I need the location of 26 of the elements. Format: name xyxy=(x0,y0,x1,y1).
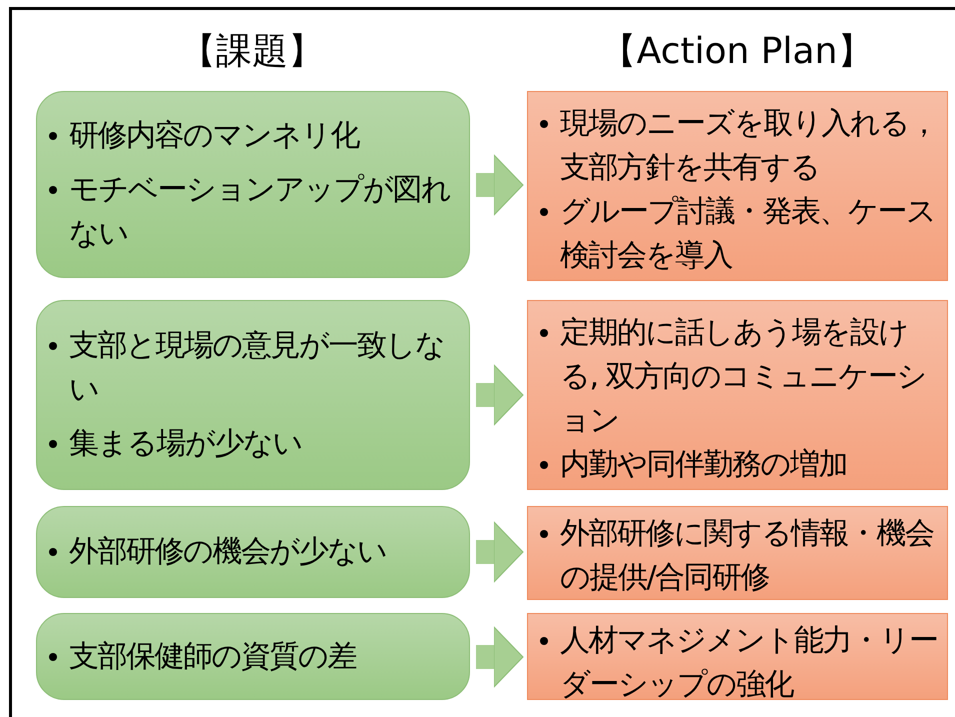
bullet-text: モチベーションアップが図れない xyxy=(69,168,461,256)
issue-box xyxy=(36,91,470,278)
bullet-text: 外部研修の機会が少ない xyxy=(69,530,461,574)
issue-box xyxy=(36,506,470,598)
bullet-text: 定期的に話しあう場を設ける, 双方向のコミュニケーション xyxy=(560,311,941,443)
bullet-text: 研修内容のマンネリ化 xyxy=(69,114,461,158)
block-arrow xyxy=(476,364,524,426)
block-arrow xyxy=(476,154,524,216)
bullet-text: 内勤や同伴勤務の増加 xyxy=(560,443,941,487)
bullet-text: 支部と現場の意見が一致しない xyxy=(69,324,461,412)
column-heading: 【課題】 xyxy=(179,30,325,74)
bullet-text: 支部保健師の資質の差 xyxy=(69,634,461,678)
bullet-text: 人材マネジメント能力・リーダーシップの強化 xyxy=(560,619,941,707)
action-box xyxy=(527,613,948,700)
bullet-text: 集まる場が少ない xyxy=(69,422,461,466)
block-arrow xyxy=(476,626,524,688)
issue-box xyxy=(36,613,470,700)
column-heading: 【Action Plan】 xyxy=(600,30,874,74)
action-box xyxy=(527,506,948,600)
action-box xyxy=(527,300,948,490)
bullet-text: 外部研修に関する情報・機会の提供/合同研修 xyxy=(560,512,941,600)
issue-box xyxy=(36,300,470,490)
bullet-text: グループ討議・発表、ケース検討会を導入 xyxy=(560,190,941,278)
block-arrow xyxy=(476,522,524,582)
bullet-text: 現場のニーズを取り入れる，支部方針を共有する xyxy=(560,102,941,190)
action-box xyxy=(527,91,948,281)
